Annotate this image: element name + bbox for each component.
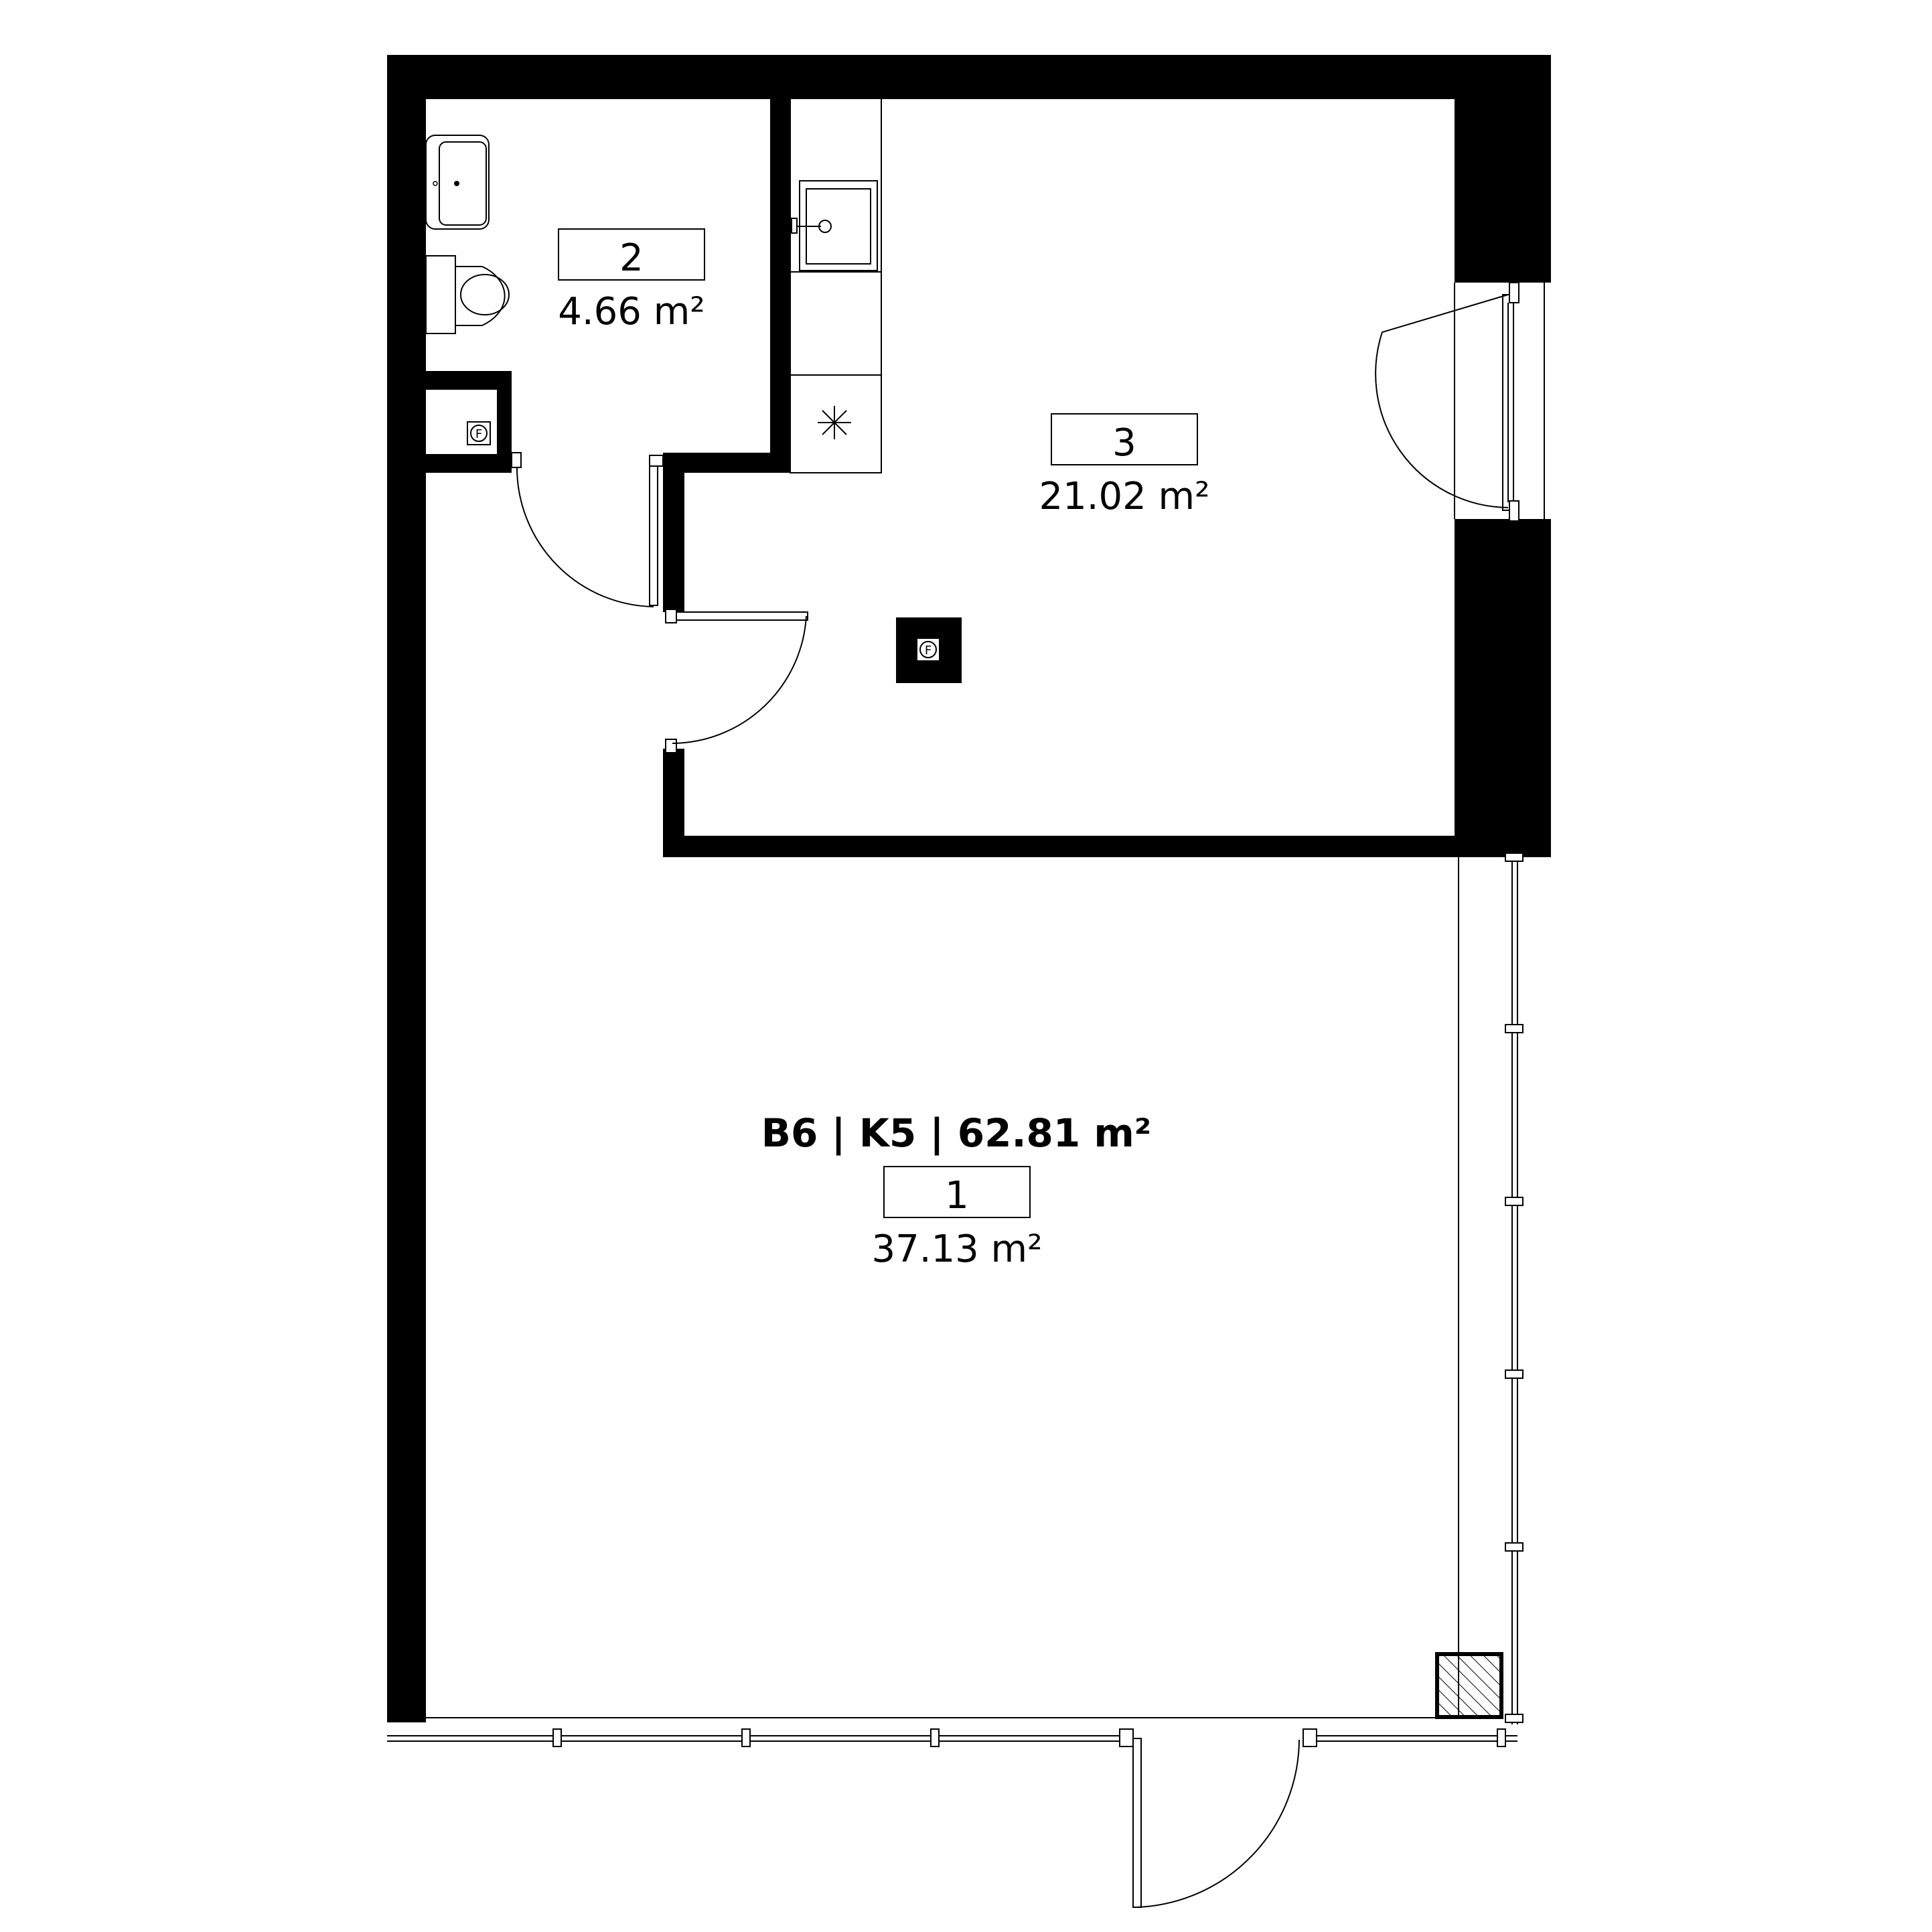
wall-right-upper — [1455, 55, 1551, 283]
doors — [511, 294, 1509, 1908]
room-label-1: B6 | K5 | 62.81 m² 1 37.13 m² — [761, 1110, 1152, 1271]
wall-bathroom-kitchen — [770, 98, 790, 473]
fuse-box-chimney: F — [916, 638, 940, 662]
fuse-icon: F — [925, 644, 932, 658]
room-label-3: 3 21.02 m² — [1039, 413, 1210, 518]
wall-top — [387, 55, 1551, 99]
shaft — [1435, 1652, 1503, 1719]
room-label-2: 2 4.66 m² — [558, 228, 705, 333]
fuse-box-closet: F — [467, 421, 491, 445]
glazing — [387, 282, 1545, 1747]
kitchen-counter — [790, 97, 882, 473]
bathroom-door-leaf — [649, 463, 658, 606]
fixtures — [425, 97, 1503, 1719]
room-area: 21.02 m² — [1039, 475, 1209, 518]
kitchen-door-leaf — [676, 611, 808, 621]
wall-kitchen-bottom — [663, 836, 1551, 857]
wall-kitchen-stub — [663, 453, 684, 612]
apartment-title: B6 | K5 | 62.81 m² — [761, 1110, 1152, 1156]
wall-closet-bottom — [426, 454, 512, 473]
room-area: 4.66 m² — [558, 290, 705, 333]
fuse-icon: F — [475, 427, 482, 441]
wall-right-lower — [1455, 519, 1551, 857]
room-number: 1 — [945, 1174, 969, 1217]
room-area: 37.13 m² — [871, 1228, 1042, 1271]
toilet — [425, 255, 456, 334]
wall-closet-right — [497, 371, 512, 473]
room-number: 3 — [1112, 421, 1136, 465]
stove-icon — [818, 406, 851, 439]
room-number: 2 — [619, 236, 644, 280]
walls — [387, 55, 1551, 1722]
entrance-door-leaf — [1132, 1738, 1142, 1908]
wall-left — [387, 55, 426, 1722]
